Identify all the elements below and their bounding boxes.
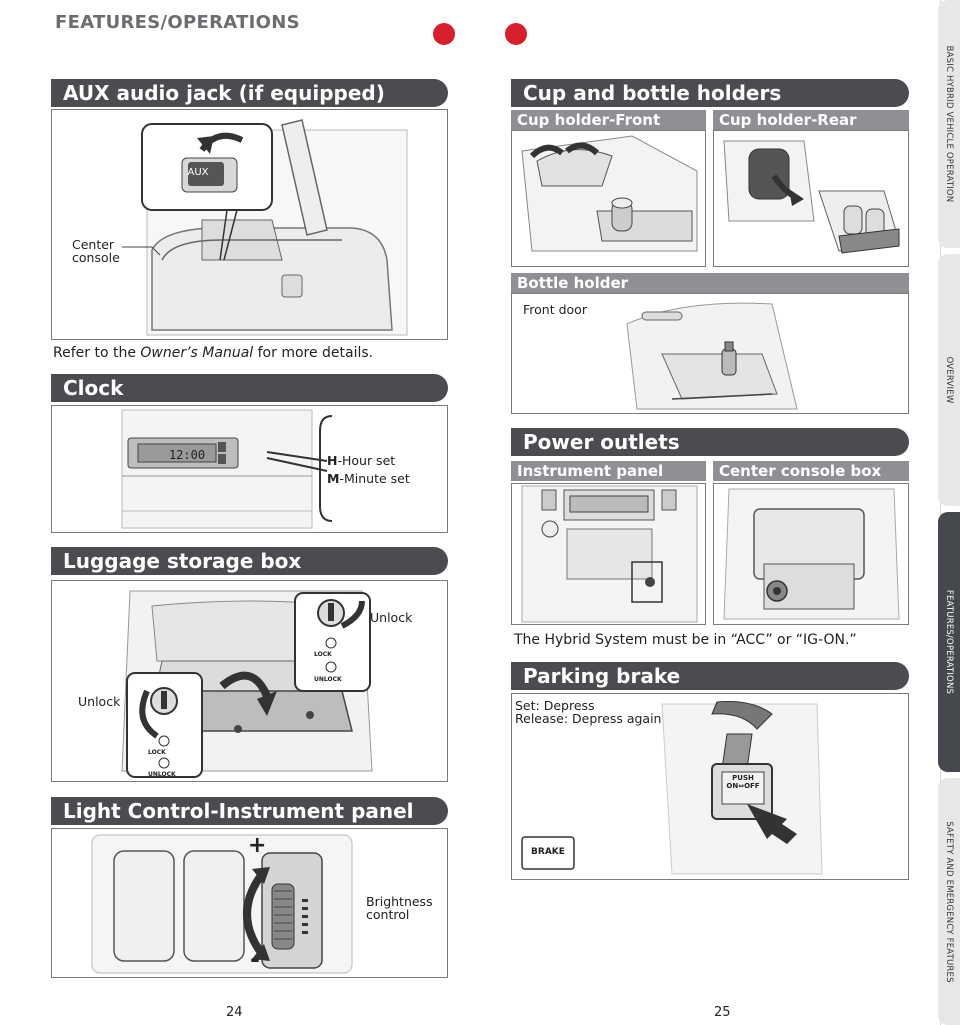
light-control-illustration [91, 834, 353, 974]
cup-rear-box [713, 130, 909, 267]
luggage-section-title: Luggage storage box [51, 547, 448, 575]
hour-key: H [327, 453, 338, 468]
clock-minute-set: M-Minute set [327, 472, 410, 485]
tab-features-operations[interactable]: FEATURES/OPERATIONS [938, 512, 960, 772]
minute-text: -Minute set [339, 471, 410, 486]
power-instrument-subtitle: Instrument panel (12V) [511, 461, 706, 500]
bottle-holder-subtitle: Bottle holder [511, 273, 909, 293]
aux-illustration [122, 119, 408, 336]
aux-note-prefix: Refer to the [53, 345, 141, 361]
brightness-plus: + [248, 833, 267, 858]
aux-note-manual: Owner’s Manual [140, 345, 254, 361]
tab-basic-hybrid[interactable]: BASIC HYBRID VEHICLE OPERATION [938, 0, 960, 248]
page-number-left: 24 [226, 1005, 243, 1020]
parking-section-title: Parking brake [511, 662, 909, 690]
push-button-label: PUSH ON⇔OFF [722, 774, 764, 790]
unlock-small-right: UNLOCK [314, 676, 342, 683]
tab-label: OVERVIEW [944, 356, 954, 404]
luggage-illustration-box: Unlock Unlock LOCK UNLOCK LOCK UNLOCK [51, 580, 448, 782]
page-header: FEATURES/OPERATIONS [55, 12, 300, 33]
power-section-title: Power outlets [511, 428, 909, 456]
aux-note-suffix: for more details. [253, 345, 374, 361]
bottle-holder-illustration [626, 302, 798, 410]
aux-jack-label: AUX [187, 167, 209, 178]
cup-rear-illustration [723, 140, 900, 254]
parking-brake-illustration [521, 701, 823, 875]
cup-front-illustration [521, 135, 698, 252]
front-door-label: Front door [523, 302, 587, 317]
aux-note: Refer to the Owner’s Manual for more det… [53, 345, 373, 361]
cup-front-box [511, 130, 706, 267]
tab-label: BASIC HYBRID VEHICLE OPERATION [944, 45, 954, 203]
lock-label-right: LOCK [314, 651, 332, 658]
aux-illustration-box: AUX Center console [51, 109, 448, 340]
power-instrument-illustration [521, 485, 698, 623]
lock-label-left: LOCK [148, 749, 166, 756]
red-dot-left [433, 23, 455, 45]
power-console-box [713, 483, 909, 625]
tab-divider [940, 0, 941, 1025]
parking-release-label: Release: Depress again [515, 711, 662, 726]
push-line-1: PUSH [732, 774, 754, 782]
tab-overview[interactable]: OVERVIEW [938, 254, 960, 506]
tab-safety-emergency[interactable]: SAFETY AND EMERGENCY FEATURES [938, 778, 960, 1025]
parking-set-label: Set: Depress [515, 698, 595, 713]
unlock-small-left: UNLOCK [148, 771, 176, 778]
tab-label: FEATURES/OPERATIONS [944, 589, 954, 695]
power-console-subtitle: Center console box (12V) [713, 461, 909, 500]
power-note: The Hybrid System must be in “ACC” or “I… [514, 632, 857, 648]
parking-brake-box: Set: Depress Release: Depress again PUSH… [511, 693, 909, 880]
cup-front-subtitle: Cup holder-Front [511, 110, 706, 130]
clock-hour-set: H-Hour set [327, 454, 395, 467]
tab-label: SAFETY AND EMERGENCY FEATURES [944, 820, 954, 983]
page-number-right: 25 [714, 1005, 731, 1020]
luggage-illustration [121, 590, 373, 778]
unlock-right-label: Unlock [370, 610, 413, 625]
brightness-control-callout: Brightness control [366, 894, 433, 922]
unlock-left-label: Unlock [78, 694, 121, 709]
minute-key: M [327, 471, 340, 486]
power-instrument-box [511, 483, 706, 625]
brightness-minus: - [250, 945, 260, 973]
cup-section-title: Cup and bottle holders [511, 79, 909, 107]
clock-display: 12:00 [168, 448, 206, 462]
aux-section-title: AUX audio jack (if equipped) [51, 79, 448, 107]
cup-rear-subtitle: Cup holder-Rear [713, 110, 909, 130]
clock-illustration-box: 12:00 H-Hour set M-Minute set [51, 405, 448, 533]
push-line-2: ON⇔OFF [726, 782, 760, 790]
light-control-section-title: Light Control-Instrument panel [51, 797, 448, 825]
hour-text: -Hour set [337, 453, 396, 468]
red-dot-right [505, 23, 527, 45]
power-console-illustration [723, 488, 900, 620]
clock-illustration [121, 409, 333, 529]
center-console-callout: Center console [72, 237, 120, 265]
bottle-holder-box: Front door [511, 293, 909, 414]
brake-indicator-label: BRAKE [531, 847, 565, 857]
clock-section-title: Clock [51, 374, 448, 402]
light-control-box: + - Brightness control [51, 828, 448, 978]
